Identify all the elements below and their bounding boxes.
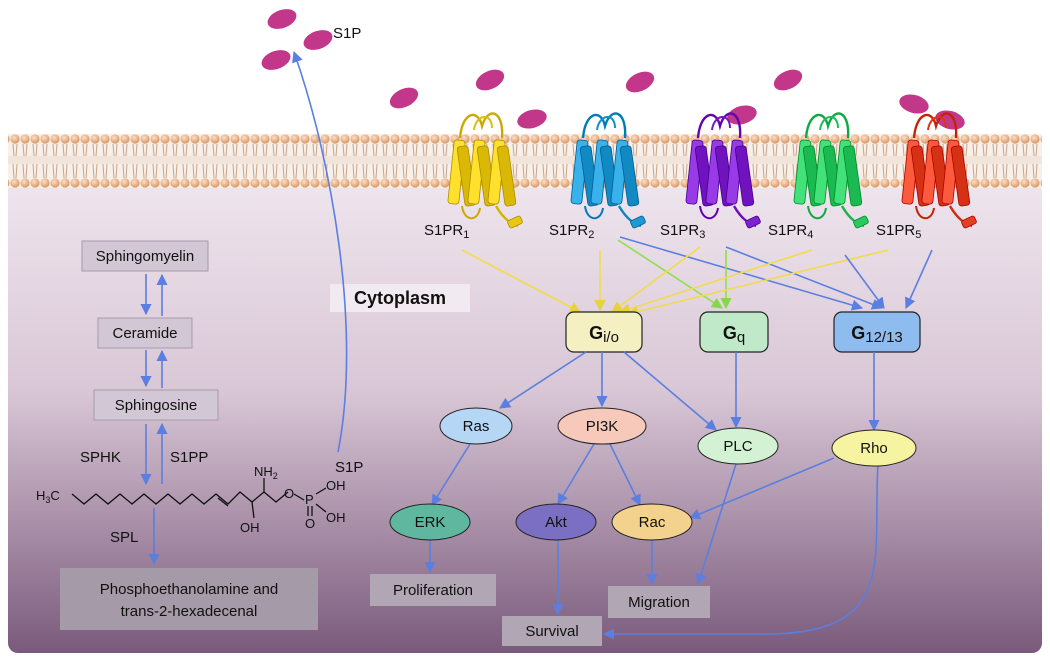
- s1p-ligand: [727, 105, 757, 125]
- node-sphingomyelin: [81, 240, 209, 272]
- sphingomyelin-label: Sphingomyelin: [96, 248, 194, 265]
- cell-membrane: [8, 134, 1042, 188]
- outcome-proliferation: Proliferation: [370, 574, 496, 606]
- effector-plc: PLC: [697, 427, 779, 465]
- effector-akt: Akt: [515, 503, 597, 541]
- s1p-ligand: [267, 9, 297, 29]
- s1pp-label: S1PP: [170, 449, 208, 466]
- receptor-labels: S1PR1 S1PR2 S1PR3 S1PR4 S1PR5: [424, 222, 921, 241]
- cytoplasm-region: [8, 175, 1042, 653]
- receptor-s1pr3: [685, 112, 761, 229]
- svg-text:PLC: PLC: [723, 438, 752, 455]
- chem-nh2: NH2: [254, 464, 278, 481]
- arrow-pi3k-rac: [609, 443, 641, 507]
- effector-rho: Rho: [831, 429, 917, 467]
- arrow-s1pr4-g1213: [844, 254, 885, 309]
- arrow-s1pr3-gio: [611, 246, 701, 313]
- arrow-s1pr5-gio: [626, 249, 889, 318]
- svg-text:Proliferation: Proliferation: [393, 582, 473, 599]
- products-line2: trans-2-hexadecenal: [121, 603, 258, 620]
- effector-rac: Rac: [611, 503, 693, 541]
- cytoplasm-label: Cytoplasm: [330, 284, 470, 312]
- svg-text:Ras: Ras: [463, 418, 490, 435]
- receptor-s1pr1: [447, 112, 523, 229]
- s1p-intracellular-label: S1P: [335, 459, 363, 476]
- node-ceramide: [97, 317, 193, 349]
- s1p-extracellular-label: S1P: [333, 25, 361, 42]
- s1p-ligand: [773, 69, 803, 91]
- spl-label: SPL: [110, 529, 138, 546]
- products-line1: Phosphoethanolamine and: [100, 581, 278, 598]
- s1p-ligand: [517, 109, 547, 129]
- s1p-export-arrow: [292, 50, 348, 453]
- receptor-label-s1pr1: S1PR1: [424, 222, 469, 241]
- chem-o: O: [284, 486, 294, 501]
- outcome-migration: Migration: [608, 586, 710, 618]
- arrow-gio-plc: [623, 351, 717, 431]
- receptor-label-s1pr5: S1PR5: [876, 222, 921, 241]
- s1p-ligand: [389, 87, 419, 109]
- svg-text:Cytoplasm: Cytoplasm: [354, 288, 446, 308]
- arrow-rho-survival: [602, 463, 879, 640]
- chem-p: P: [305, 492, 314, 507]
- svg-text:Migration: Migration: [628, 594, 690, 611]
- s1p-ligand: [261, 50, 291, 70]
- sphk-label: SPHK: [80, 449, 121, 466]
- arrow-gio-ras: [499, 351, 587, 409]
- svg-text:Rho: Rho: [860, 440, 888, 457]
- receptor-s1pr5: [901, 112, 977, 229]
- arrow-s1pr3-g1213: [725, 246, 884, 310]
- s1p-chemical-structure: H3C NH2 OH O P OH OH O: [36, 464, 346, 535]
- receptor-label-s1pr3: S1PR3: [660, 222, 705, 241]
- arrow-s1pr5-g1213: [905, 249, 933, 310]
- svg-text:PI3K: PI3K: [586, 418, 619, 435]
- receptor-s1pr4: [793, 112, 869, 229]
- gprotein-gq: Gq: [699, 311, 769, 353]
- arrow-s1pr4-gio: [618, 249, 813, 315]
- receptors-group: [447, 112, 977, 229]
- chem-o-double: O: [305, 516, 315, 531]
- svg-text:Gq: Gq: [723, 323, 745, 346]
- arrow-s1pr2-gq: [617, 239, 723, 309]
- gprotein-gio: Gi/o: [565, 311, 643, 353]
- node-sphingosine: [93, 389, 219, 421]
- gprotein-g1213: G12/13: [833, 311, 921, 353]
- receptor-label-s1pr4: S1PR4: [768, 222, 813, 241]
- arrow-pi3k-akt: [557, 443, 595, 505]
- svg-text:ERK: ERK: [415, 514, 446, 531]
- arrow-ras-erk: [431, 443, 471, 506]
- downstream-arrows: [424, 351, 880, 640]
- effector-ras: Ras: [439, 407, 513, 445]
- chem-oh-top: OH: [326, 478, 346, 493]
- chem-h3c: H3C: [36, 488, 60, 505]
- receptor-gprotein-arrows: [461, 236, 933, 318]
- arrow-s1pr1-gio: [461, 249, 581, 313]
- node-products: [60, 568, 318, 630]
- arrow-rho-rac: [688, 457, 835, 520]
- s1p-ligand: [475, 69, 505, 91]
- ceramide-label: Ceramide: [112, 325, 177, 342]
- receptor-label-s1pr2: S1PR2: [549, 222, 594, 241]
- receptor-s1pr2: [570, 112, 646, 229]
- chem-oh: OH: [240, 520, 260, 535]
- effector-erk: ERK: [389, 503, 471, 541]
- metabolism-pathway: Sphingomyelin Ceramide Sphingosine Phosp…: [60, 50, 363, 630]
- svg-text:G12/13: G12/13: [851, 323, 903, 346]
- s1p-ligand: [625, 71, 655, 93]
- s1p-ligand: [303, 30, 333, 50]
- svg-text:Akt: Akt: [545, 514, 568, 531]
- effector-pi3k: PI3K: [557, 407, 647, 445]
- svg-text:Survival: Survival: [525, 623, 578, 640]
- chem-oh-bottom: OH: [326, 510, 346, 525]
- s1p-ligand: [899, 94, 929, 114]
- svg-text:Gi/o: Gi/o: [589, 323, 619, 346]
- arrow-plc-migration: [695, 463, 737, 586]
- outcome-survival: Survival: [502, 616, 602, 646]
- sphingosine-label: Sphingosine: [115, 397, 198, 414]
- svg-text:Rac: Rac: [639, 514, 666, 531]
